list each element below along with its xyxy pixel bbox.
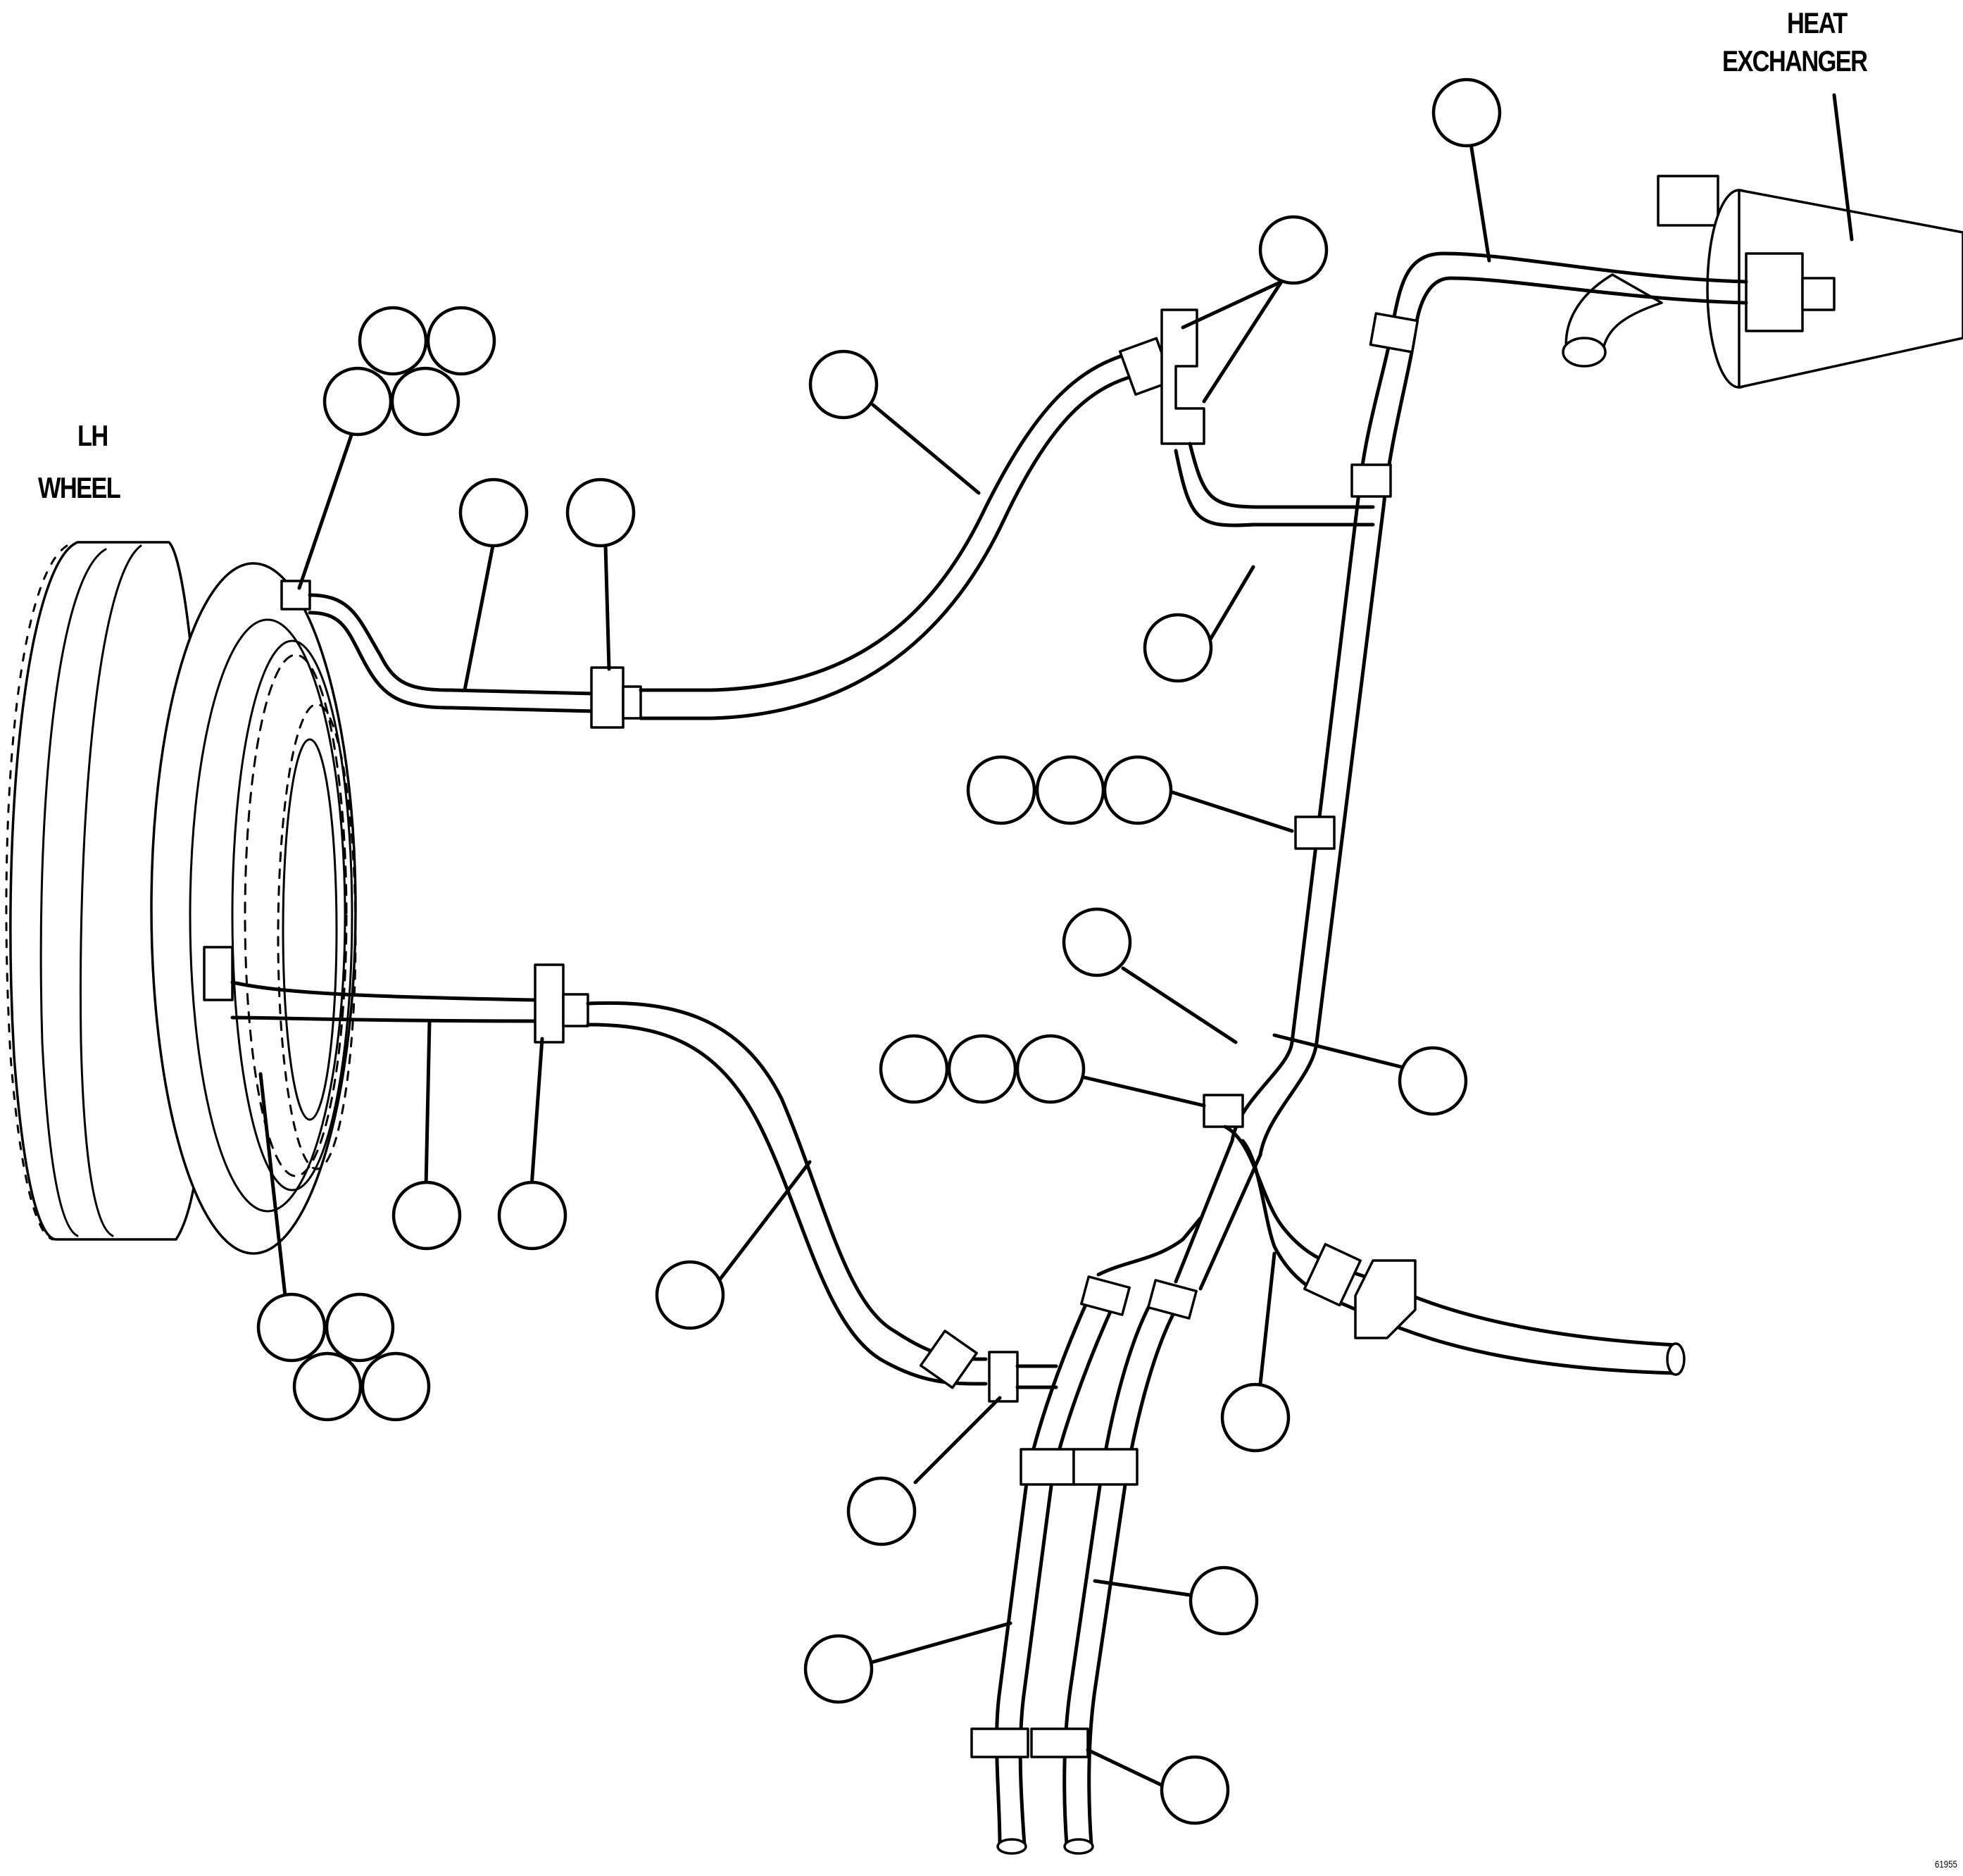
callout-bubble: [292, 1351, 363, 1422]
callout-bubble: [358, 306, 428, 376]
callout-bubble: [391, 1180, 462, 1251]
callout-bubble: [390, 366, 460, 437]
callout-bubble: [947, 1034, 1017, 1104]
lh-wheel-label-line2: WHEEL: [38, 471, 121, 504]
callout-bubble: [458, 477, 529, 548]
callout-bubble: [1103, 755, 1173, 825]
heat-exchanger-label-line1: HEAT: [1787, 6, 1848, 39]
figure-number: 61955: [1935, 1858, 1957, 1870]
callout-bubble: [1160, 1755, 1230, 1825]
callout-bubble: [966, 755, 1036, 825]
leader-lines: [258, 93, 1854, 1787]
callout-bubble: [1143, 613, 1213, 683]
lower-brake-line: [230, 963, 1058, 1403]
callout-bubble: [1258, 215, 1329, 285]
callout-bubble: [846, 1476, 917, 1546]
callout-bubble: [1062, 907, 1132, 977]
callout-bubble: [360, 1351, 431, 1422]
callout-bubble: [1431, 77, 1502, 148]
lh-wheel-label-line1: LH: [77, 419, 108, 452]
callout-bubbles: [256, 77, 1502, 1825]
right-branch-line: [1223, 1125, 1686, 1376]
callout-bubble: [879, 1034, 949, 1104]
callout-bubble: [808, 349, 879, 420]
callout-bubble: [655, 1260, 725, 1330]
callout-bubble: [322, 366, 393, 437]
callout-bubble: [1189, 1565, 1259, 1636]
lh-wheel-assembly: [5, 541, 357, 1255]
wheel-bolt-ring: [244, 654, 357, 1177]
callout-bubble: [325, 1292, 395, 1363]
heat-exchanger-label-line2: EXCHANGER: [1722, 44, 1868, 77]
callout-bubble: [1220, 1382, 1291, 1453]
upper-brake-line: [308, 308, 1375, 729]
callout-bubble: [565, 477, 636, 548]
wheel-bolt-ring-outer: [5, 544, 68, 1241]
callout-bubble: [426, 306, 496, 376]
heat-exchanger: [1562, 175, 1963, 389]
callout-bubble: [1015, 1034, 1086, 1104]
callout-bubble: [803, 1634, 874, 1704]
callout-bubble: [256, 1292, 327, 1363]
twin-lower-lines: [970, 1216, 1203, 1855]
callout-bubble: [1035, 755, 1105, 825]
callout-bubble: [1398, 1046, 1468, 1116]
main-trunk-line: [1174, 251, 1748, 1291]
callout-bubble: [497, 1180, 567, 1251]
